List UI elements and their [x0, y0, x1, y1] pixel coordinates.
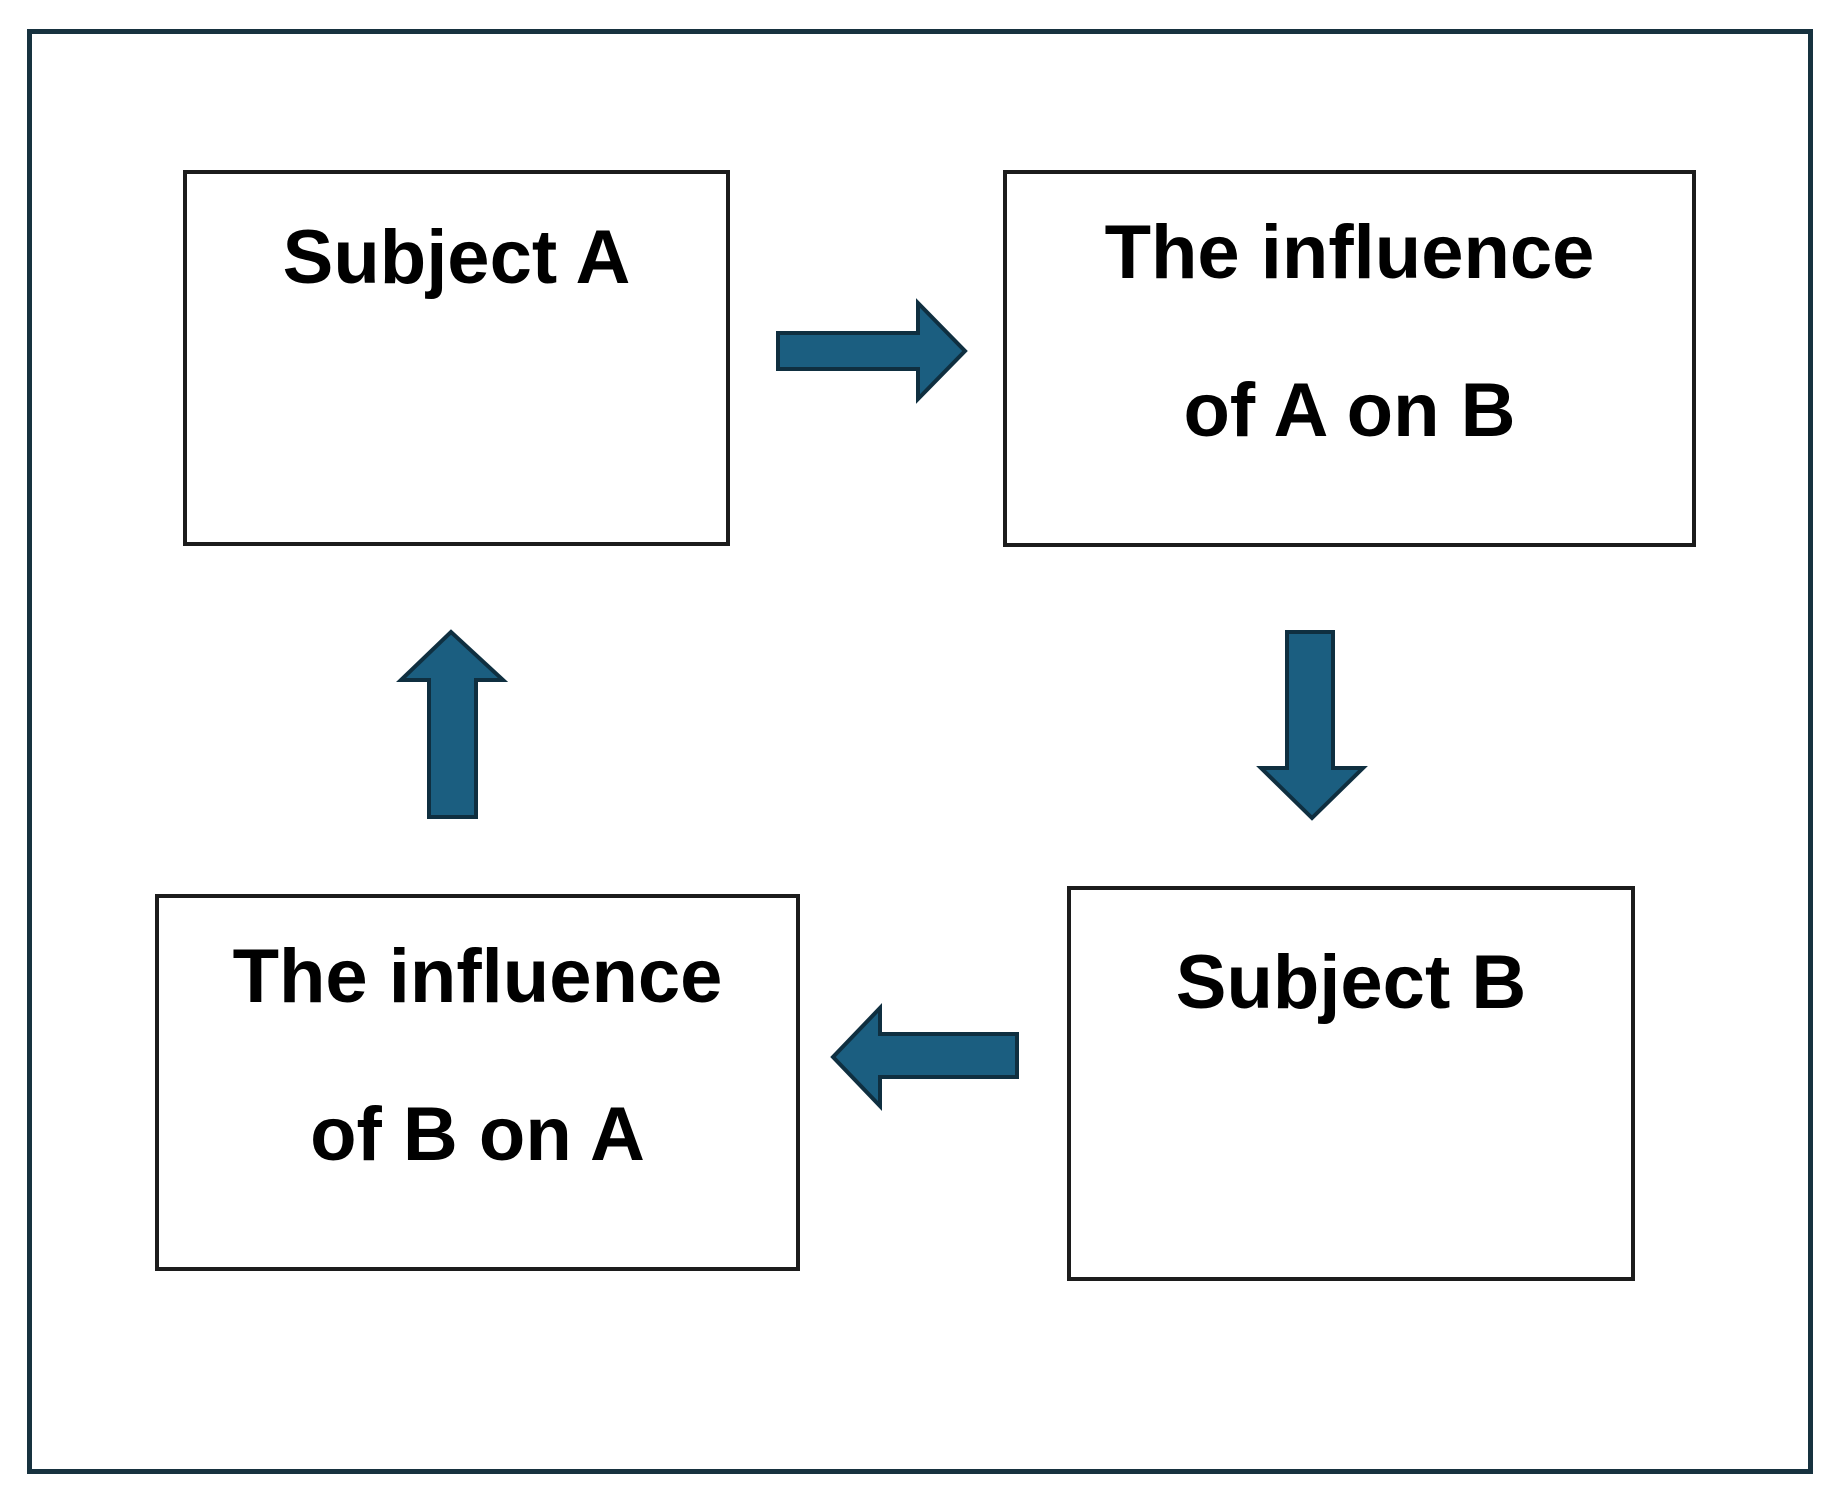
- subject-a-box: Subject A: [183, 170, 730, 546]
- subject-a-label: Subject A: [282, 215, 631, 300]
- influence-b-on-a-line1: The influence: [232, 934, 723, 1019]
- influence-a-on-b-line1: The influence: [1104, 210, 1595, 295]
- influence-b-on-a-box: The influence of B on A: [155, 894, 800, 1271]
- subject-b-box: Subject B: [1067, 886, 1635, 1281]
- subject-b-label: Subject B: [1175, 940, 1527, 1025]
- influence-a-on-b-line2: of A on B: [1183, 368, 1516, 453]
- influence-b-on-a-line2: of B on A: [310, 1092, 645, 1177]
- influence-a-on-b-box: The influence of A on B: [1003, 170, 1696, 547]
